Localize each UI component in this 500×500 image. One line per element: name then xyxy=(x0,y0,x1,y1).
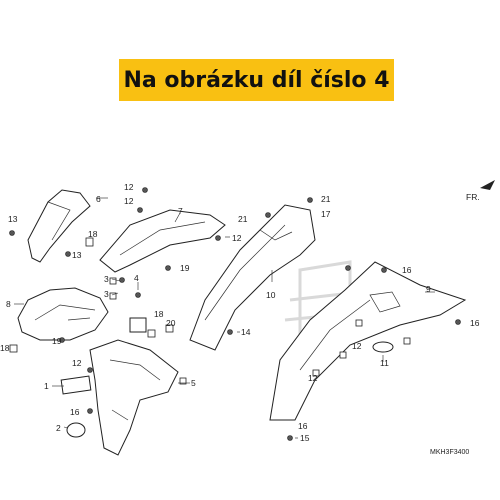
part-7-bracket xyxy=(99,209,226,273)
part-4-clip xyxy=(129,292,147,333)
callout-label: 21 xyxy=(321,194,331,204)
callout-label: 2 xyxy=(56,423,61,433)
leader-lines xyxy=(14,197,435,439)
callout-label: 19 xyxy=(180,263,190,273)
callout-label: 3 xyxy=(104,289,109,299)
callout-label: 16 xyxy=(402,265,412,275)
direction-label: FR. xyxy=(466,192,480,202)
part-2-cap xyxy=(66,422,86,438)
fasteners xyxy=(9,187,461,441)
callout-label: 18 xyxy=(154,309,164,319)
callout-label: 9 xyxy=(426,284,431,294)
callout-label: 5 xyxy=(191,378,196,388)
title-text: Na obrázku díl číslo 4 xyxy=(123,67,390,93)
callout-labels: 1 2 3 3 4 5 6 7 8 9 10 11 12 12 12 12 12… xyxy=(0,182,480,443)
callout-label: 18 xyxy=(0,343,10,353)
part-10-subframe xyxy=(189,204,316,351)
callout-label: 7 xyxy=(178,206,183,216)
callout-label: 12 xyxy=(232,233,242,243)
callout-label: 12 xyxy=(352,341,362,351)
callout-label: 17 xyxy=(321,209,331,219)
callout-label: 15 xyxy=(300,433,310,443)
callout-label: 16 xyxy=(70,407,80,417)
part-5-rear-fender xyxy=(89,339,179,456)
callout-label: 21 xyxy=(238,214,248,224)
bolt-icon xyxy=(135,292,141,298)
part-6-bracket xyxy=(27,189,91,263)
callout-label: 20 xyxy=(166,318,176,328)
callout-label: 11 xyxy=(380,358,389,368)
callout-label: 12 xyxy=(124,196,134,206)
callout-label: 1 xyxy=(44,381,49,391)
callout-label: 16 xyxy=(298,421,308,431)
callout-label: 12 xyxy=(308,373,318,383)
callout-label: 6 xyxy=(96,194,101,204)
callout-label: 18 xyxy=(88,229,98,239)
diagram-code: MKH3F3400 xyxy=(430,449,469,456)
part-9-fender xyxy=(269,261,467,421)
callout-label: 12 xyxy=(124,182,134,192)
callout-label: 19 xyxy=(52,336,62,346)
part-8-cowl xyxy=(17,287,109,341)
callout-label: 3 xyxy=(104,274,109,284)
callout-label: 16 xyxy=(470,318,480,328)
arrow-icon xyxy=(480,180,495,190)
callout-label: 13 xyxy=(72,250,82,260)
title-banner: Na obrázku díl číslo 4 xyxy=(119,59,394,101)
callout-label: 14 xyxy=(241,327,251,337)
callout-label: 10 xyxy=(266,290,276,300)
part-11-bushing xyxy=(372,341,394,353)
callout-label: 8 xyxy=(6,299,11,309)
callout-label: 13 xyxy=(8,214,18,224)
part-1-reflector xyxy=(60,375,92,395)
front-direction-arrow: FR. xyxy=(466,180,495,202)
callout-label: 12 xyxy=(72,358,82,368)
callout-label: 4 xyxy=(134,273,139,283)
